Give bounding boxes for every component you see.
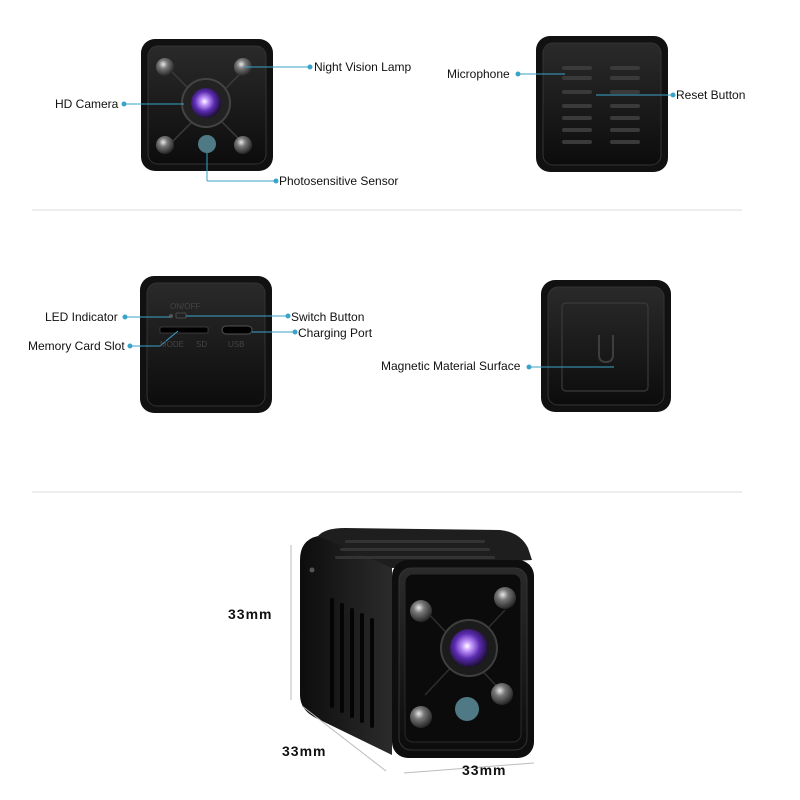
night-vision-led bbox=[156, 136, 174, 154]
label-led-indicator: LED Indicator bbox=[45, 310, 118, 324]
port-side-view bbox=[140, 276, 272, 413]
label-memory-card-slot: Memory Card Slot bbox=[28, 339, 125, 353]
label-switch-button: Switch Button bbox=[291, 310, 365, 324]
dimension-lines bbox=[290, 545, 535, 774]
back-view bbox=[536, 36, 668, 172]
front-callouts bbox=[121, 64, 313, 184]
port-callouts bbox=[122, 313, 298, 349]
night-vision-led bbox=[156, 58, 174, 76]
dimension-width: 33mm bbox=[462, 762, 507, 778]
isometric-view bbox=[300, 528, 534, 758]
sd-marking: SD bbox=[196, 340, 208, 349]
photosensitive-sensor bbox=[198, 135, 216, 153]
back-callouts bbox=[515, 71, 676, 98]
mode-marking: MODE bbox=[160, 340, 184, 349]
label-hd-camera: HD Camera bbox=[55, 97, 119, 111]
label-reset-button: Reset Button bbox=[676, 88, 746, 102]
memory-card-slot bbox=[159, 326, 209, 334]
night-vision-led bbox=[234, 136, 252, 154]
magnetic-base-view bbox=[541, 280, 671, 412]
front-view bbox=[141, 39, 273, 171]
charging-port bbox=[221, 325, 253, 335]
magnetic-callout bbox=[526, 364, 614, 370]
label-microphone: Microphone bbox=[447, 67, 510, 81]
dimension-height: 33mm bbox=[228, 606, 273, 622]
on-off-marking: ON/OFF bbox=[170, 302, 201, 311]
label-charging-port: Charging Port bbox=[298, 326, 373, 340]
usb-marking: USB bbox=[228, 340, 245, 349]
label-photosensitive-sensor: Photosensitive Sensor bbox=[279, 174, 399, 188]
camera-lens bbox=[191, 88, 221, 118]
dimension-depth: 33mm bbox=[282, 743, 327, 759]
label-night-vision-lamp: Night Vision Lamp bbox=[314, 60, 412, 74]
label-magnetic-surface: Magnetic Material Surface bbox=[381, 359, 521, 373]
